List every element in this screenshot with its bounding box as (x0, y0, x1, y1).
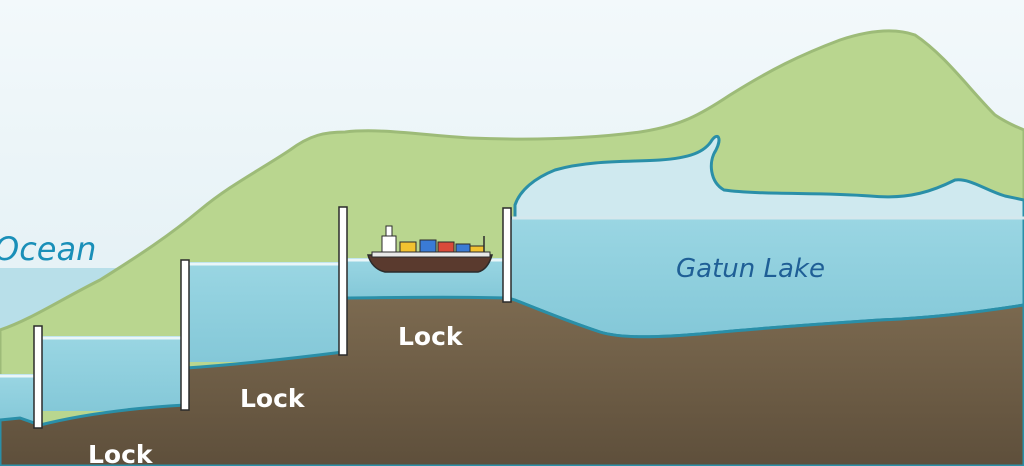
lock-label-2: Lock (240, 384, 305, 413)
lock-label-3: Lock (398, 322, 463, 351)
lock-label-1: Lock (88, 440, 153, 466)
lake-surface (513, 134, 1024, 232)
lock-gate-3 (338, 206, 348, 356)
lock-gate-1 (33, 325, 43, 429)
lock-gate-2 (180, 259, 190, 411)
lock-gate-4 (502, 207, 512, 303)
chamber-1-water (40, 336, 186, 411)
chamber-2-water (186, 262, 343, 362)
ocean-label: Ocean (0, 230, 97, 268)
container-ship (367, 225, 493, 273)
gatun-lake-label: Gatun Lake (676, 254, 825, 284)
